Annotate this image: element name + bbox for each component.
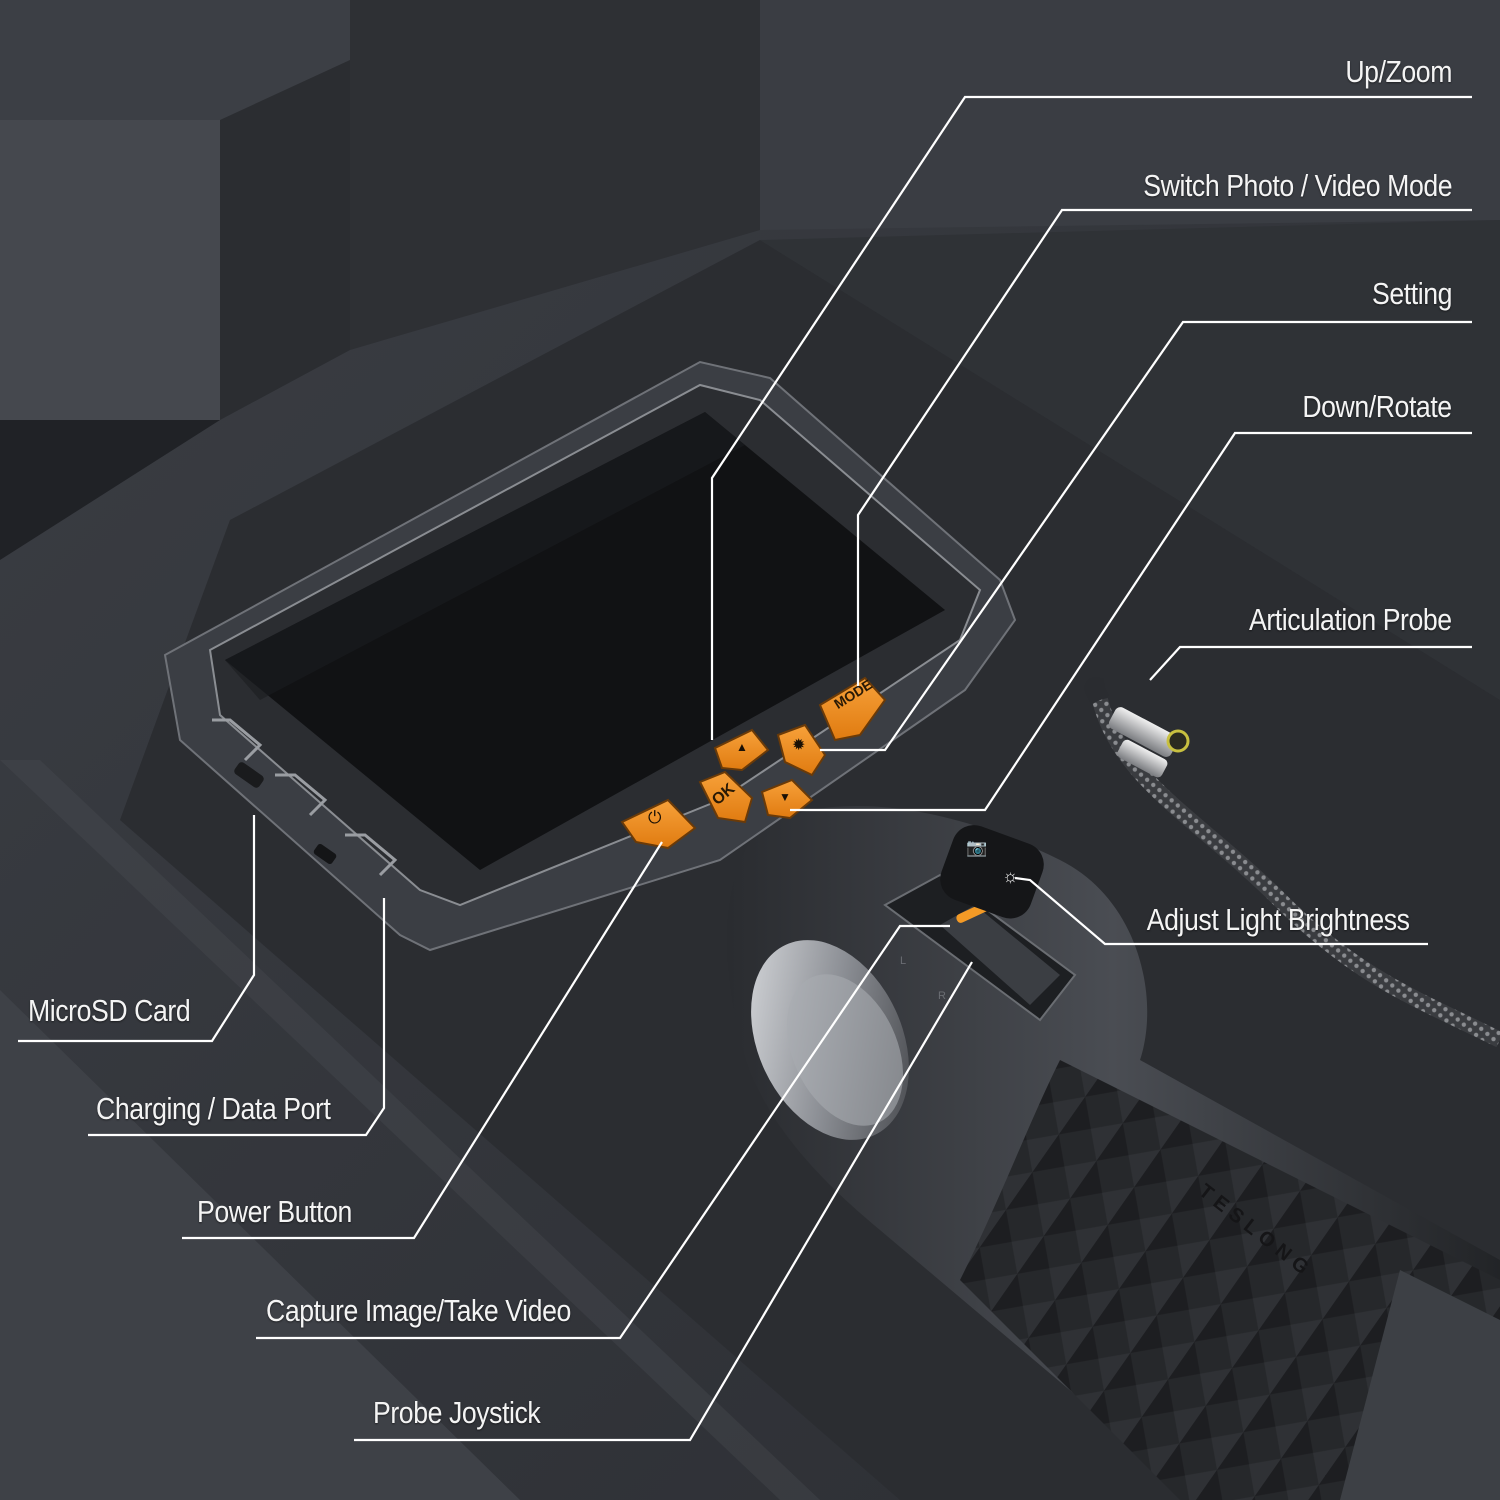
down-arrow-icon: ▼ (779, 790, 791, 804)
camera-icon: 📷 (966, 838, 988, 857)
gear-icon: ✹ (792, 737, 806, 754)
sun-icon: ☼ (1002, 866, 1019, 886)
label-probe-joystick: Probe Joystick (373, 1395, 541, 1430)
articulation-probe-tip (1108, 707, 1190, 778)
label-down-rotate: Down/Rotate (1302, 389, 1453, 424)
label-up-zoom: Up/Zoom (1345, 54, 1452, 89)
label-power-button: Power Button (197, 1194, 352, 1229)
joystick-mark-l: L (900, 955, 907, 967)
label-switch-mode: Switch Photo / Video Mode (1143, 168, 1452, 203)
power-icon: ⏻ (648, 808, 662, 827)
leader-lines (18, 95, 1472, 1442)
monitor (163, 360, 1017, 952)
label-setting: Setting (1372, 276, 1452, 311)
up-arrow-icon: ▲ (736, 740, 748, 754)
label-charging-port: Charging / Data Port (96, 1091, 331, 1126)
control-buttons (620, 676, 887, 850)
label-articulation-probe: Articulation Probe (1249, 602, 1452, 637)
label-capture: Capture Image/Take Video (266, 1293, 571, 1328)
joystick-mark-r: R (938, 990, 946, 1002)
label-adjust-light: Adjust Light Brightness (1147, 902, 1410, 937)
label-microsd: MicroSD Card (28, 993, 191, 1028)
handle (726, 806, 1500, 1500)
